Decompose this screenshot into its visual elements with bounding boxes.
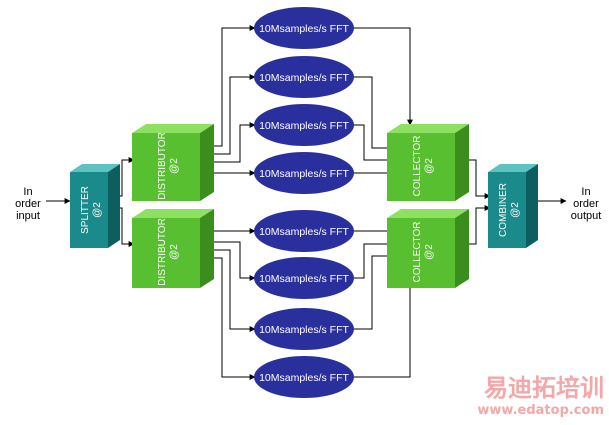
fft-6-label: 10Msamples/s FFT bbox=[259, 273, 349, 285]
output-label-line-2: order bbox=[573, 198, 599, 210]
input-label-line-2: order bbox=[15, 198, 41, 210]
collector-block-2: COLLECTOR @2 bbox=[387, 209, 469, 288]
wire-fft3-col1 bbox=[354, 124, 394, 163]
collector-block-1: COLLECTOR @2 bbox=[387, 124, 469, 201]
fft-node-6: 10Msamples/s FFT bbox=[254, 257, 354, 299]
fft-node-7: 10Msamples/s FFT bbox=[254, 308, 354, 350]
wire-dist2-fft7 bbox=[212, 249, 256, 332]
fft-5-label: 10Msamples/s FFT bbox=[259, 226, 349, 238]
fft-node-8: 10Msamples/s FFT bbox=[254, 356, 354, 398]
wire-dist1-fft3 bbox=[212, 122, 256, 163]
fft-node-2: 10Msamples/s FFT bbox=[254, 56, 354, 98]
combiner-block: COMBINER @2 bbox=[488, 164, 538, 248]
wire-fft6-col2 bbox=[354, 241, 394, 279]
fft-node-5: 10Msamples/s FFT bbox=[254, 210, 354, 252]
collector-1-sublabel: @2 bbox=[424, 158, 435, 174]
combiner-label: COMBINER bbox=[498, 183, 509, 237]
input-label-line-1: In bbox=[23, 186, 32, 198]
fft-3-label: 10Msamples/s FFT bbox=[259, 120, 349, 132]
splitter-sublabel: @2 bbox=[92, 202, 103, 218]
wire-fft8-col2 bbox=[354, 281, 413, 378]
fft-1-label: 10Msamples/s FFT bbox=[259, 23, 349, 35]
wire-fft2-col1 bbox=[354, 76, 394, 151]
fft-2-label: 10Msamples/s FFT bbox=[259, 72, 349, 84]
output-label-line-3: output bbox=[571, 210, 602, 222]
splitter-block: SPLITTER @2 bbox=[70, 164, 120, 248]
fft-node-3: 10Msamples/s FFT bbox=[254, 104, 354, 146]
distributor-2-label: DISTRIBUTOR bbox=[157, 218, 168, 286]
collector-1-label: COLLECTOR bbox=[412, 136, 423, 197]
collector-2-sublabel: @2 bbox=[424, 244, 435, 260]
fft-8-label: 10Msamples/s FFT bbox=[259, 372, 349, 384]
connection-wires bbox=[46, 25, 567, 380]
watermark-url: www.edatop.com bbox=[477, 403, 604, 418]
fft-7-label: 10Msamples/s FFT bbox=[259, 324, 349, 336]
fft-node-4: 10Msamples/s FFT bbox=[254, 152, 354, 194]
fft-node-1: 10Msamples/s FFT bbox=[254, 7, 354, 49]
collector-2-label: COLLECTOR bbox=[412, 222, 423, 283]
input-label-line-3: input bbox=[16, 210, 40, 222]
wire-dist2-fft8 bbox=[212, 257, 256, 380]
wire-col1-combiner bbox=[467, 159, 491, 199]
distributor-block-1: DISTRIBUTOR @2 bbox=[132, 124, 214, 201]
wire-dist2-fft6 bbox=[212, 241, 256, 281]
splitter-label: SPLITTER bbox=[80, 186, 91, 234]
wire-dist1-fft1 bbox=[212, 25, 256, 147]
distributor-block-2: DISTRIBUTOR @2 bbox=[132, 209, 214, 288]
watermark: 易迪拓培训 www.edatop.com bbox=[477, 374, 604, 418]
wire-fft7-col2 bbox=[354, 253, 394, 330]
distributor-2-sublabel: @2 bbox=[169, 244, 180, 260]
wire-dist1-fft2 bbox=[212, 74, 256, 155]
output-label-line-1: In bbox=[581, 186, 590, 198]
wire-fft1-col1 bbox=[354, 27, 413, 126]
wire-col2-combiner bbox=[467, 205, 491, 245]
fft-4-label: 10Msamples/s FFT bbox=[259, 168, 349, 180]
distributor-1-label: DISTRIBUTOR bbox=[157, 132, 168, 200]
combiner-sublabel: @2 bbox=[510, 202, 521, 218]
watermark-logo-text: 易迪拓培训 bbox=[484, 374, 604, 402]
distributor-1-sublabel: @2 bbox=[169, 158, 180, 174]
